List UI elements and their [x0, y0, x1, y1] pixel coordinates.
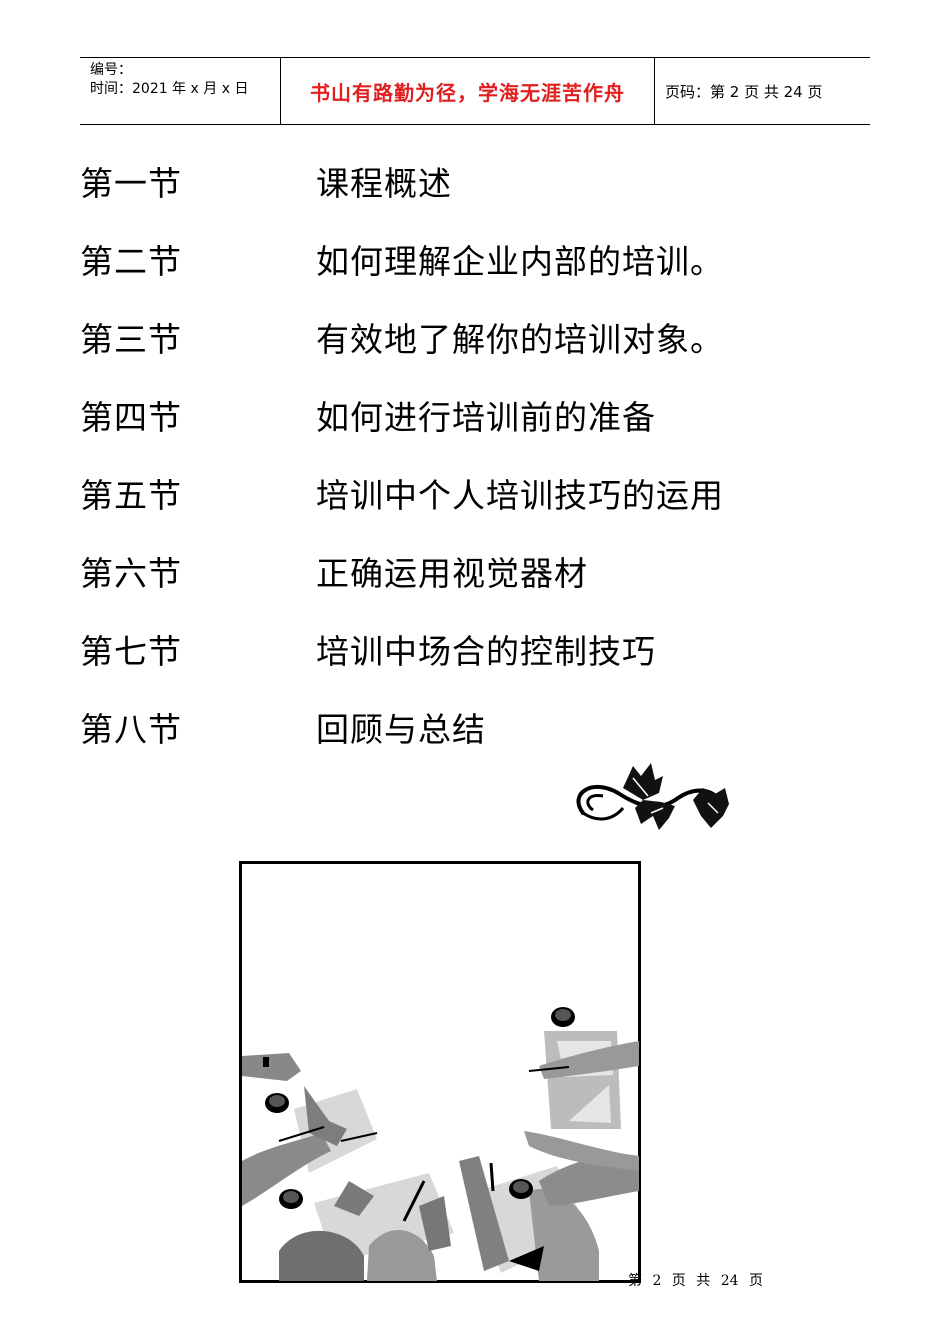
- toc-section: 第八节: [80, 710, 182, 749]
- toc-section: 第六节: [80, 554, 182, 593]
- toc-row: 第四节 如何进行培训前的准备: [80, 376, 880, 454]
- page-footer: 第 2 页 共 24 页: [628, 1273, 763, 1289]
- toc-section: 第五节: [80, 476, 182, 515]
- toc-title: 如何理解企业内部的培训。: [316, 242, 724, 281]
- toc-row: 第七节 培训中场合的控制技巧: [80, 610, 880, 688]
- toc-section: 第七节: [80, 632, 182, 671]
- header-meta: 编号： 时间：2021 年 x 月 x 日: [80, 58, 281, 124]
- toc-row: 第五节 培训中个人培训技巧的运用: [80, 454, 880, 532]
- toc-row: 第一节 课程概述: [80, 142, 880, 220]
- toc-row: 第二节 如何理解企业内部的培训。: [80, 220, 880, 298]
- toc-section: 第二节: [80, 242, 182, 281]
- toc-section: 第三节: [80, 320, 182, 359]
- meeting-table-illustration: [239, 861, 641, 1283]
- toc-row: 第三节 有效地了解你的培训对象。: [80, 298, 880, 376]
- toc-section: 第四节: [80, 398, 182, 437]
- toc-title: 如何进行培训前的准备: [316, 398, 656, 437]
- header-page-info: 页码：第 2 页 共 24 页: [665, 82, 823, 101]
- serial-label: 编号：: [90, 62, 132, 78]
- toc-section: 第一节: [80, 164, 182, 203]
- toc-row: 第八节 回顾与总结: [80, 688, 880, 766]
- toc-title: 培训中个人培训技巧的运用: [316, 476, 724, 515]
- toc-title: 有效地了解你的培训对象。: [316, 320, 724, 359]
- toc-title: 培训中场合的控制技巧: [316, 632, 656, 671]
- page-header: 编号： 时间：2021 年 x 月 x 日 书山有路勤为径，学海无涯苦作舟 页码…: [80, 57, 870, 125]
- vine-ornament-icon: [576, 763, 729, 830]
- toc-row: 第六节 正确运用视觉器材: [80, 532, 880, 610]
- table-of-contents: 第一节 课程概述 第二节 如何理解企业内部的培训。 第三节 有效地了解你的培训对…: [80, 142, 880, 766]
- toc-title: 课程概述: [316, 164, 452, 203]
- date-label: 时间：2021 年 x 月 x 日: [90, 81, 249, 97]
- toc-title: 回顾与总结: [316, 710, 486, 749]
- toc-title: 正确运用视觉器材: [316, 554, 588, 593]
- header-motto: 书山有路勤为径，学海无涯苦作舟: [281, 58, 655, 124]
